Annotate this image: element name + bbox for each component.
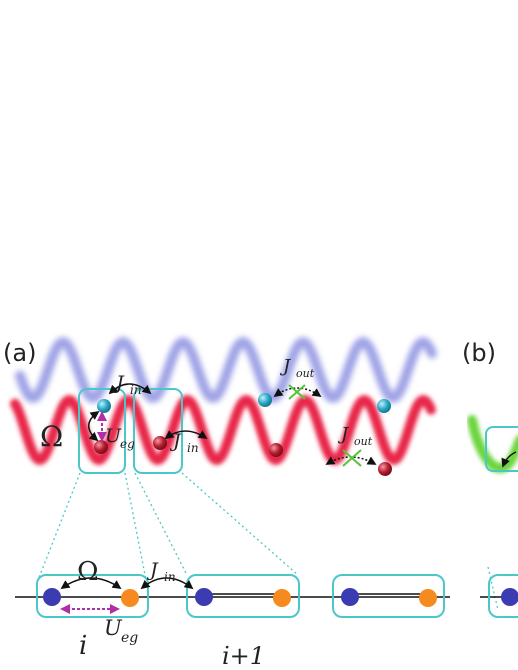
forbidden-cross-icon [342, 449, 362, 467]
panel-b-hop-arrow [501, 451, 517, 468]
omega-symbol: Ω [40, 420, 63, 453]
excited-atom [377, 399, 391, 413]
ground-atom [153, 436, 167, 450]
j-in-subscript: in [187, 441, 199, 455]
panel-b-ground-state-atom [501, 588, 518, 606]
omega-coupling-arrow [60, 577, 122, 590]
panel-a-label: (a) [3, 339, 36, 367]
site-box-i-plus-1 [186, 574, 300, 618]
excited-state-atom [273, 589, 291, 607]
j-out-hop-arrow [273, 387, 322, 398]
omega-coupling-arrow [88, 410, 100, 442]
j-in-subscript: in [164, 570, 176, 584]
panel-b-site-box [488, 574, 518, 618]
j-in-hop-arrow [164, 430, 208, 440]
u-eg-symbol: U [104, 616, 123, 640]
j-in-subscript: in [130, 383, 142, 397]
excited-state-atom [121, 589, 139, 607]
excited-state-lattice-potential [15, 337, 437, 403]
ground-state-atom [43, 588, 61, 606]
ground-state-atom [341, 588, 359, 606]
j-in-hop-arrow [108, 383, 152, 395]
zoom-projection-lines [37, 472, 499, 611]
u-eg-subscript: eg [121, 630, 138, 646]
forbidden-cross-icon [288, 384, 306, 400]
site-box [332, 574, 445, 618]
j-out-subscript: out [296, 367, 315, 380]
ground-atom [378, 462, 392, 476]
panel-b-unit-cell-box [485, 426, 518, 472]
j-in-symbol: J [169, 430, 182, 452]
omega-symbol: Ω [77, 557, 99, 587]
ground-atom [269, 443, 283, 457]
j-in-symbol: J [112, 372, 125, 394]
ground-state-atom [195, 588, 213, 606]
panel-b-label: (b) [462, 339, 496, 367]
site-box-i [36, 574, 149, 618]
j-in-symbol: J [146, 559, 159, 581]
j-out-subscript: out [354, 435, 373, 448]
excited-state-atom [419, 589, 437, 607]
ground-state-lattice-potential [10, 394, 436, 466]
unit-cell-box-1 [78, 388, 126, 474]
u-eg-subscript: eg [120, 437, 135, 451]
excited-atom [97, 399, 111, 413]
u-eg-symbol: U [105, 425, 122, 447]
site-i-label: i [79, 631, 87, 661]
j-out-symbol: J [279, 356, 292, 377]
ground-atom [94, 440, 108, 454]
j-in-hop-arrow [140, 577, 194, 590]
excited-atom [258, 393, 272, 407]
j-out-symbol: J [337, 424, 350, 445]
site-i-plus-1-label: i+1 [222, 642, 265, 670]
